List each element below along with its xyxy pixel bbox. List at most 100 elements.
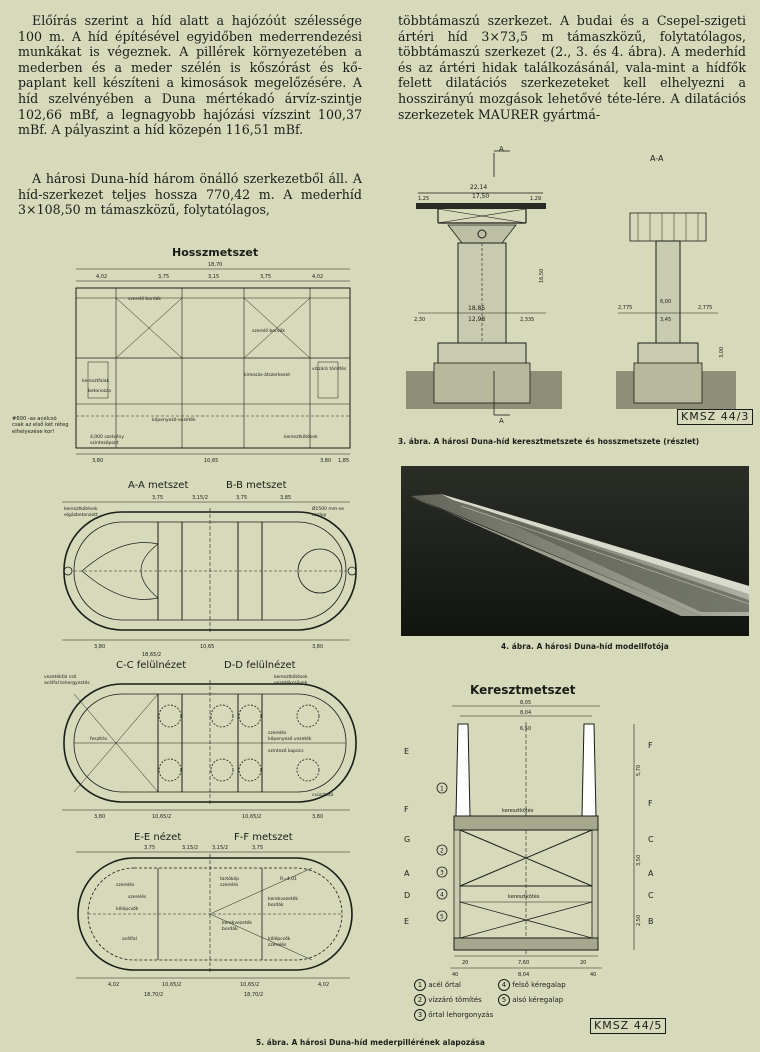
ab-dim-top-1: 3,75 xyxy=(152,495,163,501)
kereszt-circ-5: 5 xyxy=(440,914,444,921)
ab-title-a: A-A metszet xyxy=(128,480,188,491)
legend-num-4: 5 xyxy=(498,994,510,1006)
ab-dim-top-2: 3,15/2 xyxy=(192,495,208,501)
kereszt-ml-3: G xyxy=(404,835,410,844)
paragraph-right-1: többtámaszú szerkezet. A budai és a Csep… xyxy=(398,13,746,122)
hossz-dim-bottom-4: 1,85 xyxy=(338,458,349,464)
kereszt-dim-right-2: 3,50 xyxy=(636,855,642,866)
cd-label-l2: acélfal tehergyeztés xyxy=(44,679,90,686)
fig3-dim-14: 3,00 xyxy=(719,347,725,358)
hossz-dim-top-2: 3,75 xyxy=(158,274,169,280)
ef-oval-plan xyxy=(77,854,353,974)
kereszt-mr-3: C xyxy=(648,835,654,844)
figure-5-stamp: KMSZ 44/5 xyxy=(590,1018,667,1034)
fig3-marker-a-bottom: A xyxy=(499,417,504,425)
ab-label-1: keresztkötések xyxy=(64,505,98,512)
figure-4-photo xyxy=(401,466,749,636)
figure-4-caption: 4. ábra. A hárosi Duna-híd modellfotója xyxy=(501,641,669,651)
fig3-dim-3: 1,25 xyxy=(418,196,429,202)
ef-label-12: szerelés xyxy=(268,941,287,948)
ef-label-9: kerekvezeték xyxy=(222,919,252,926)
fig3-dim-12: 3,45 xyxy=(660,317,671,323)
kereszt-ml-2: F xyxy=(404,805,409,814)
ab-dim-bottom-2: 10,65 xyxy=(200,644,214,650)
legend-item-3: 2 vízzáró tömítés xyxy=(414,994,482,1006)
fig3-dim-11: 6,00 xyxy=(660,299,671,305)
ef-label-4: acélfal xyxy=(122,935,137,942)
ef-label-2: szerelés xyxy=(128,893,147,900)
kereszt-mr-5: C xyxy=(648,891,654,900)
hossz-dim-top-5: 4,02 xyxy=(312,274,323,280)
hossz-dim-top-3: 3,15 xyxy=(208,274,219,280)
legend-num-3: 2 xyxy=(414,994,426,1006)
kereszt-mr-6: B xyxy=(648,917,654,926)
kereszt-mr-1: F xyxy=(648,741,653,750)
legend-item-5: 3 őrtal lehorgonyzás xyxy=(414,1009,493,1021)
ef-label-11: kőlépcsők xyxy=(268,935,291,942)
kereszt-mr-2: F xyxy=(648,799,653,808)
figure-3-caption: 3. ábra. A hárosi Duna-híd keresztmetsze… xyxy=(398,436,700,446)
cd-title-d: D-D felülnézet xyxy=(224,659,296,671)
kereszt-dim-top-1: 8,05 xyxy=(520,700,531,706)
ef-dim-bottom-1: 4,02 xyxy=(108,982,119,988)
kereszt-circ-4: 4 xyxy=(440,892,444,899)
ef-dim-overall-1: 18,70/2 xyxy=(144,992,163,998)
ef-label-5: tartókép xyxy=(220,875,239,882)
legend-item-4: 5 alsó kéregalap xyxy=(498,994,563,1006)
hossz-label-7: kőpenyező-vezeték xyxy=(152,416,196,423)
cd-title-c: C-C felülnézet xyxy=(116,659,186,671)
cd-label-r3: szerelés xyxy=(268,729,287,736)
paragraph-left-2: A hárosi Duna-híd három önálló szerkezet… xyxy=(18,171,362,218)
legend-text-1: acél őrtal xyxy=(428,981,461,989)
hossz-label-1: szerelő bordák xyxy=(128,295,161,302)
kereszt-dim-bottom2-2: 8,04 xyxy=(518,972,529,978)
ab-dim-top-3: 3,75 xyxy=(236,495,247,501)
figure-5-caption: 5. ábra. A hárosi Duna-híd mederpillérén… xyxy=(256,1037,485,1047)
fig3-dim-6: 12,98 xyxy=(468,316,485,323)
ef-dim-top-3: 3,15/2 xyxy=(212,845,228,851)
ef-label-1: szerelés xyxy=(116,881,135,888)
kereszt-ml-1: E xyxy=(404,747,409,756)
ef-label-6: szerelés xyxy=(220,881,239,888)
figure-5-left-drawings: Hosszmetszet 18,70 4,02 3,75 3,15 3,75 4… xyxy=(12,240,392,1010)
hossz-label-3: vízzáró tömítés xyxy=(312,365,347,372)
ab-label-2: elgázbetonzott xyxy=(64,511,98,518)
legend-num-2: 4 xyxy=(498,979,510,991)
ab-oval-plan xyxy=(63,508,357,634)
legend-num-5: 3 xyxy=(414,1009,426,1021)
cd-label-r6: csúsztató xyxy=(312,791,334,798)
legend-num-1: 1 xyxy=(414,979,426,991)
legend-text-2: felső kéregalap xyxy=(512,981,566,989)
hossz-title: Hosszmetszet xyxy=(172,246,258,259)
fig3-dim-5: 18,85 xyxy=(468,305,485,312)
ef-dim-top-1: 3,75 xyxy=(144,845,155,851)
ab-label-3: Ø1500 mm-es xyxy=(312,505,345,512)
hossz-label-4: keresztfalak xyxy=(82,378,110,384)
fig3-dim-9: 2,30 xyxy=(414,317,425,323)
fig3-dim-13: 2,775 xyxy=(698,305,712,311)
cd-label-l1: vezetékfal cső xyxy=(44,673,77,680)
ab-dim-bottom-3: 3,80 xyxy=(312,644,323,650)
cd-label-r1: keresztkötések xyxy=(274,673,308,680)
hossz-dim-bottom-1: 3,80 xyxy=(92,458,103,464)
kereszt-markers-circles: 1 2 3 4 5 xyxy=(436,782,448,922)
kereszt-dim-bottom2-1: 40 xyxy=(452,972,458,978)
figure-5-cross-section: Keresztmetszet 8,05 8,04 6,50 keresztköt… xyxy=(398,676,748,1006)
kereszt-ml-6: E xyxy=(404,917,409,926)
kereszt-label-2: keresztkötés xyxy=(508,893,540,900)
kereszt-circ-3: 3 xyxy=(440,870,444,877)
fig3-section-aa: A-A 2,775 6,00 3,45 2,775 3,00 xyxy=(616,154,736,409)
ab-title-b: B-B metszet xyxy=(226,480,287,491)
legend-item-1: 1 acél őrtal xyxy=(414,979,461,991)
fig3-dim-2: 17,50 xyxy=(472,193,489,200)
hossz-dim-top-4: 3,75 xyxy=(260,274,271,280)
ef-dim-top-2: 3,15/2 xyxy=(182,845,198,851)
cd-dim-bottom-2: 10,65/2 xyxy=(152,814,171,820)
legend-text-5: őrtal lehorgonyzás xyxy=(428,1011,494,1019)
kereszt-label-1: keresztkötés xyxy=(502,807,534,814)
kereszt-dim-bottom-1: 20 xyxy=(462,960,468,966)
kereszt-markers-right: F F C A C B xyxy=(648,741,654,926)
cd-label-r2: vezetékcsövek xyxy=(274,679,308,686)
fig3-marker-a-top: A xyxy=(499,145,504,153)
fig3-dim-4: 1,29 xyxy=(530,196,541,202)
